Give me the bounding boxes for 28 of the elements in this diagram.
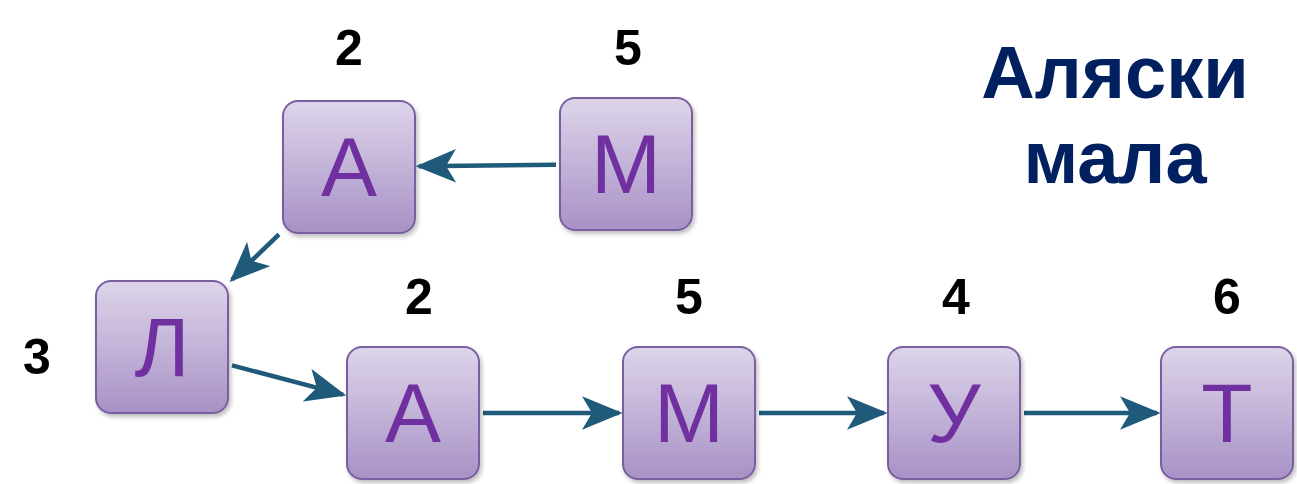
- letter: А: [385, 371, 441, 455]
- arrow: [231, 363, 347, 402]
- number-label: 2: [404, 272, 434, 322]
- letter-tile: [622, 346, 756, 480]
- letter: У: [927, 371, 981, 455]
- letter-tile: [282, 100, 416, 234]
- letter-tile: [1160, 346, 1294, 480]
- title: Аляски мала: [980, 30, 1250, 201]
- letter: Т: [1201, 371, 1253, 455]
- letter: М: [654, 371, 724, 455]
- number-label: 6: [1212, 272, 1242, 322]
- letter: М: [591, 122, 661, 206]
- arrow: [483, 396, 623, 430]
- number-label: 5: [674, 272, 704, 322]
- arrow: [759, 396, 888, 430]
- number-label: 4: [941, 272, 971, 322]
- letter-tile: [887, 346, 1021, 480]
- letter-tile: [95, 280, 229, 414]
- arrow: [1024, 396, 1161, 430]
- letter-tile: [346, 346, 480, 480]
- letter-tile: [559, 97, 693, 231]
- letter: А: [321, 125, 377, 209]
- number-label: 5: [613, 23, 643, 73]
- arrow: [415, 148, 557, 183]
- number-label: 3: [22, 332, 52, 382]
- number-label: 2: [334, 23, 364, 73]
- letter: Л: [134, 305, 190, 389]
- arrow: [229, 232, 281, 282]
